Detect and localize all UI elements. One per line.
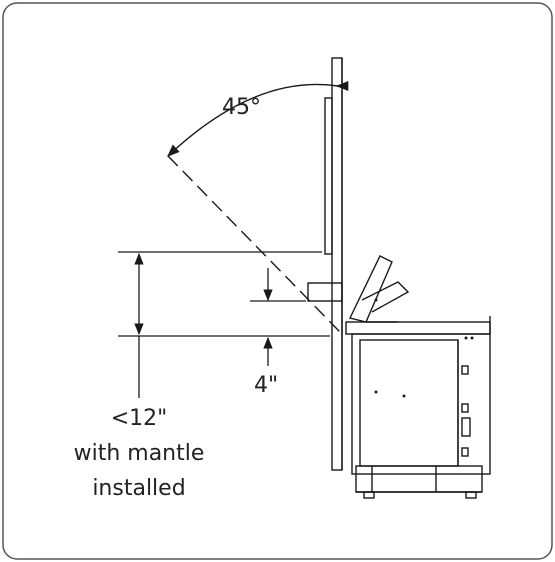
clearance-dimension — [118, 251, 330, 398]
appliance-markings — [374, 298, 474, 398]
offset-label: 4" — [254, 373, 278, 398]
angle-label: 45° — [222, 95, 261, 120]
wall-panel — [324, 57, 343, 471]
clearance-label-line3: installed — [92, 476, 185, 501]
angle-dimension — [167, 80, 349, 333]
mantle-shelf — [307, 282, 343, 302]
clearance-label-line1: <12" — [111, 406, 168, 431]
offset-dimension — [250, 268, 306, 366]
clearance-label-line2: with mantle — [74, 441, 205, 466]
appliance-unit — [345, 255, 491, 499]
